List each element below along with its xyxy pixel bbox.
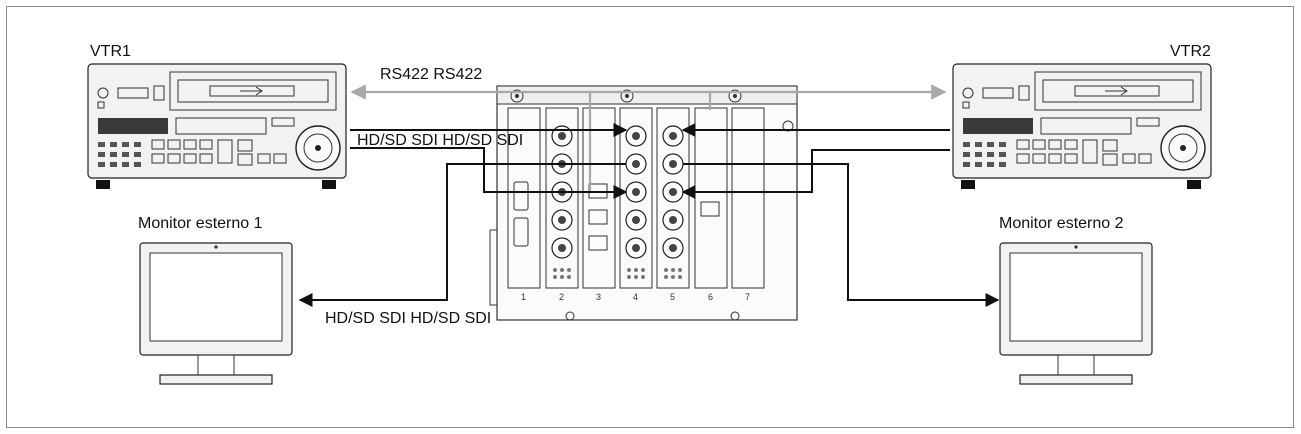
slot-number-5: 5 — [670, 292, 675, 302]
router-chassis: 1 2 3 4 5 6 7 — [489, 85, 798, 321]
vtr1-device — [87, 63, 347, 189]
slot-number-4: 4 — [633, 292, 638, 302]
sdi-cables — [298, 123, 1000, 307]
rs422-cable — [350, 84, 947, 192]
diagram-frame — [6, 6, 1294, 428]
slot-number-1: 1 — [521, 292, 526, 302]
slot-number-3: 3 — [596, 292, 601, 302]
monitor2-label: Monitor esterno 2 — [999, 215, 1124, 232]
monitor1-device — [139, 242, 293, 385]
slot-number-6: 6 — [708, 292, 713, 302]
sdi-top-label: HD/SD SDI HD/SD SDI — [357, 132, 523, 149]
sdi-bottom-label: HD/SD SDI HD/SD SDI — [325, 310, 491, 327]
slot-number-7: 7 — [745, 292, 750, 302]
monitor2-device — [999, 242, 1153, 385]
slot-number-2: 2 — [559, 292, 564, 302]
rs422-label: RS422 RS422 — [380, 66, 482, 83]
vtr1-label: VTR1 — [90, 43, 131, 60]
monitor1-label: Monitor esterno 1 — [138, 215, 263, 232]
vtr2-device — [952, 63, 1212, 189]
vtr2-label: VTR2 — [1170, 43, 1211, 60]
